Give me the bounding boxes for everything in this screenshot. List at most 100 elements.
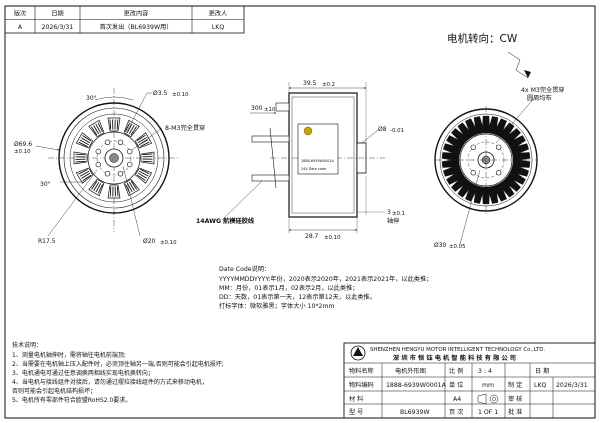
- slot-outline: [134, 167, 153, 184]
- mount-hole: [127, 148, 133, 155]
- mount-hole: [117, 171, 124, 177]
- side-wire-spec: 14AWG 航模硅胶线: [196, 217, 255, 225]
- notes-line-6: 5、电机所有零部件符合欧盟RoHS2.0要求。: [12, 396, 131, 404]
- date-code-block: Date Code说明： YYYYMMDDYYYY:年份，2020表示2020年…: [218, 265, 432, 310]
- company-logo: [350, 345, 366, 361]
- rear-fin: [473, 116, 485, 135]
- rear-holes: [470, 144, 502, 176]
- side-width-tol: ±0.2: [322, 82, 335, 88]
- tb-label-model: 型 号: [349, 408, 363, 416]
- tb-value-paper-size: A4: [453, 396, 461, 403]
- slot-winding: [140, 168, 150, 175]
- side-shaft-dia-tol: -0.01: [390, 128, 404, 134]
- slot-winding: [137, 137, 147, 144]
- slot-outline: [88, 178, 105, 197]
- tb-value-scale: 3 : 4: [478, 368, 492, 375]
- rev-cell-version: A: [18, 24, 23, 31]
- tb-value-material-name: 电机外形图: [395, 367, 426, 375]
- slot-outline: [75, 167, 94, 184]
- slot-winding: [78, 141, 88, 148]
- stator-slot: [73, 151, 88, 165]
- date-code-line-3: DD：天数，01表示第一天，12表示第12天，以此类推。: [219, 293, 376, 301]
- notes-line-4: 4、当电机与接线组件对接后，请勿通过摆拉接线组件的方式来移动电机，: [12, 378, 208, 386]
- front-hole-dia: Ø3.5: [153, 90, 167, 97]
- front-radius: R17.5: [38, 238, 56, 245]
- rear-holes-label: 4x M3完全贯穿: [521, 86, 565, 94]
- tb-value-drafter: LKQ: [534, 382, 547, 389]
- slot-outline: [123, 119, 140, 138]
- technical-notes: 技术说明： 1、测量电机轴伸时，需将轴往电机前端顶; 2、当需要在电机轴上压入配…: [12, 341, 224, 404]
- side-body-length: 28.7: [305, 233, 319, 240]
- tb-value-material-code: 1888-6939W0001A: [386, 382, 447, 389]
- mount-holes: [95, 139, 133, 177]
- slot-winding: [130, 126, 137, 136]
- tb-label-date: 日 期: [535, 367, 549, 375]
- rear-holes-note: 圆周均布: [527, 94, 552, 102]
- slot-winding: [136, 174, 146, 181]
- side-width: 39.5: [303, 80, 317, 87]
- slot-winding: [126, 182, 133, 193]
- rev-cell-content: 首次发出（BL6939W用）: [100, 23, 173, 31]
- tb-value-model: BL6939W: [400, 409, 430, 416]
- side-lead-length: 300: [251, 105, 263, 112]
- slot-winding: [75, 153, 86, 156]
- title-block: SHENZHEN HENGYU MOTOR INTELLIGENT TECHNO…: [343, 342, 596, 419]
- front-outer-dia-tol: ±0.10: [14, 149, 31, 155]
- stator-slot: [140, 151, 155, 165]
- slot-winding: [142, 153, 153, 156]
- stator-slot: [123, 119, 140, 138]
- slot-winding: [128, 125, 135, 135]
- tb-label-unit: 单 位: [449, 381, 463, 389]
- stator-slot: [134, 167, 153, 184]
- mount-hole: [95, 161, 101, 168]
- slot-winding: [82, 135, 92, 142]
- slot-winding: [109, 119, 112, 130]
- front-inner-dia-tol: ±0.10: [160, 240, 177, 246]
- slot-winding: [78, 169, 88, 175]
- slot-outline: [88, 119, 105, 138]
- slot-winding: [124, 122, 131, 132]
- mount-hole: [104, 171, 111, 177]
- date-code-line-1: YYYYMMDDYYYY:年份，2020表示2020年，2021表示2021年，…: [218, 275, 432, 283]
- tb-value-page: 1 OF 1: [478, 409, 498, 416]
- front-inner-dia: Ø20: [143, 238, 156, 245]
- slot-winding: [109, 186, 112, 197]
- rear-mount-hole: [470, 144, 476, 150]
- tb-label-material-name: 物料名称: [349, 367, 374, 375]
- side-shaft-extension: 3: [387, 209, 391, 216]
- mount-hole: [127, 161, 133, 168]
- slot-winding: [140, 141, 150, 147]
- front-hole-dia-tol: ±0.10: [172, 92, 189, 98]
- stator-slot: [75, 167, 94, 184]
- stator-slot: [107, 117, 121, 132]
- rear-mount-hole: [496, 144, 502, 150]
- slot-winding: [136, 134, 146, 142]
- slot-winding: [139, 170, 149, 177]
- slot-winding: [93, 181, 100, 191]
- slot-winding: [97, 184, 104, 194]
- stator-slots: [73, 117, 155, 199]
- rear-dia: Ø30: [434, 242, 447, 249]
- front-view: 30° 30° Ø3.5 ±0.10 8-M3完全贯穿 Ø69.6 ±0.10 …: [14, 88, 205, 246]
- tb-label-page: 页 次: [449, 408, 463, 416]
- slot-winding: [97, 122, 103, 132]
- date-code-line-2: MM：月份，01表示1月，02表示2月，以此类推；: [219, 284, 358, 292]
- slot-winding: [126, 123, 133, 133]
- rear-view: 4x M3完全贯穿 圆周均布 Ø30 ±0.05: [434, 51, 565, 250]
- slot-winding: [95, 183, 102, 193]
- company-name-cn: 深 圳 市 恒 钰 电 机 智 能 科 技 有 限 公 司: [393, 354, 516, 362]
- slot-winding: [128, 181, 135, 191]
- tb-label-material-code: 物料编码: [349, 381, 374, 389]
- rear-dia-tol: ±0.05: [449, 244, 466, 250]
- tb-label-drafted: 制 定: [508, 381, 522, 389]
- slot-winding: [79, 170, 90, 177]
- front-angle-top: 30°: [86, 95, 97, 102]
- rev-cell-person: LKQ: [212, 24, 225, 31]
- slot-outline: [134, 132, 153, 149]
- side-view: 1888-6939W0001A 24V Date code 39.5 ±0.2 …: [196, 80, 405, 241]
- front-through-holes: 8-M3完全贯穿: [165, 124, 205, 132]
- tb-label-review: 审 核: [508, 395, 522, 403]
- nameplate-line-2: 24V Date code: [301, 167, 326, 171]
- date-code-line-4: 打标字体：微软雅黑；字体大小 10*2mm: [219, 302, 335, 310]
- stator-slot: [134, 132, 153, 149]
